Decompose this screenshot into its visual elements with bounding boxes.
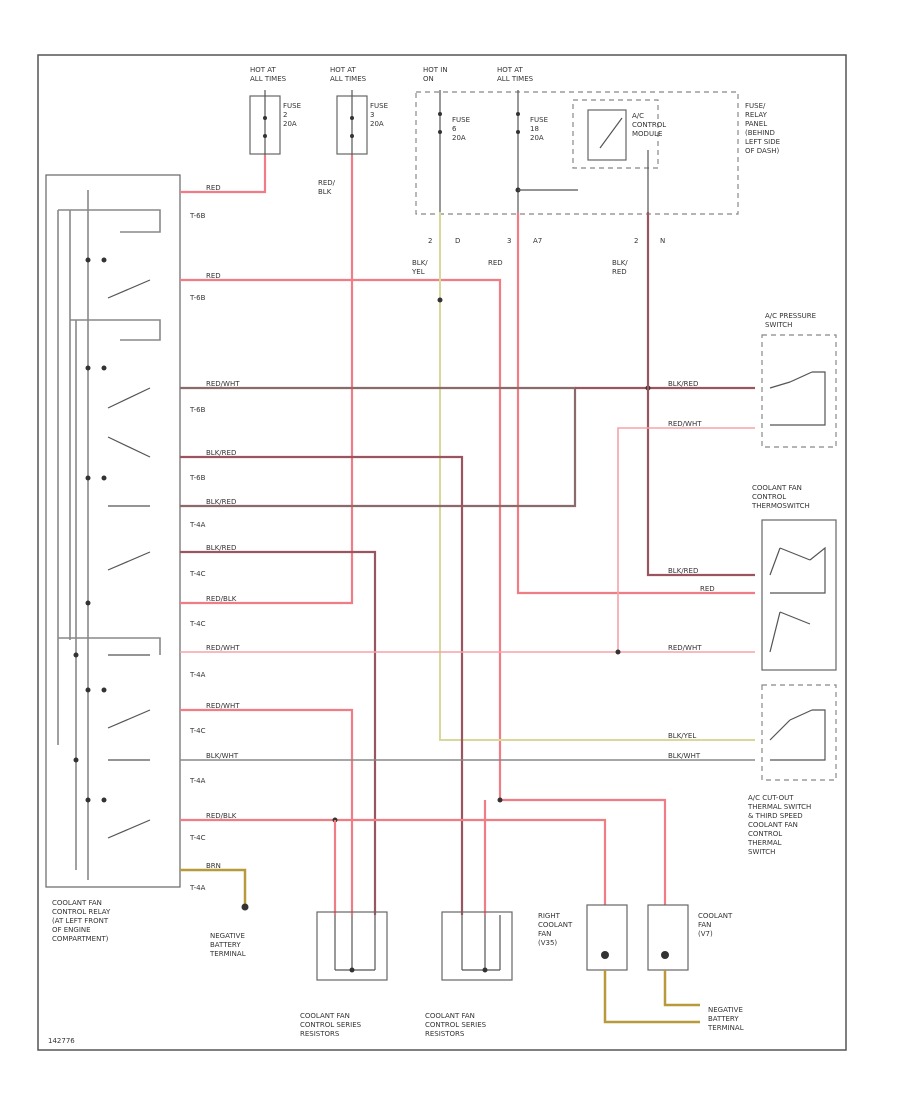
wire-red-blk-fuse3 <box>180 155 354 605</box>
relay-terminal-labels: T-6B T-6B T-6B T-6B T-4A T-4C T-4C T-4A … <box>189 212 206 892</box>
pin-label: 2 <box>428 237 432 245</box>
wire-red-wht-388 <box>180 386 577 508</box>
wire-label: RED/WHT <box>668 644 702 652</box>
terminal-label: T-6B <box>189 212 206 220</box>
terminal-label: T-4A <box>189 521 206 529</box>
wire-red-wht-pressure <box>617 427 755 652</box>
wire-label: RED/WHT <box>206 644 240 652</box>
pin-label: N <box>660 237 665 245</box>
terminal-label: T-6B <box>189 474 206 482</box>
wire-blk-red-457 <box>180 455 464 915</box>
terminal-label: T-4C <box>189 620 206 628</box>
fuse-relay-panel-box <box>415 91 739 215</box>
mid-wire-labels: RED RED RED/WHT BLK/RED BLK/RED BLK/RED … <box>206 184 240 870</box>
wire-label: BLK/RED <box>206 544 236 552</box>
wire-label: BLK/WHT <box>668 752 701 760</box>
wire-label-blk-yel: BLK/YEL <box>411 259 428 276</box>
wire-label: BLK/WHT <box>206 752 239 760</box>
terminal-label: T-4C <box>189 570 206 578</box>
terminal-label: T-4C <box>189 727 206 735</box>
pin-label: 3 <box>507 237 511 245</box>
wire-blk-red-552 <box>180 550 377 915</box>
right-wire-labels: BLK/RED RED/WHT BLK/RED RED RED/WHT BLK/… <box>668 380 715 760</box>
terminal-label: T-6B <box>189 294 206 302</box>
wire-label: BLK/RED <box>668 567 698 575</box>
wire-label-blk-red: BLK/RED <box>612 259 628 276</box>
wire-label: BRN <box>206 862 221 870</box>
diagram-frame <box>37 54 847 1051</box>
wire-red-fuse2 <box>180 155 267 194</box>
wire-red-fan <box>500 798 667 905</box>
terminal-label: T-6B <box>189 406 206 414</box>
wire-red-main <box>180 278 502 800</box>
wire-label-red-blk: RED/BLK <box>318 179 336 196</box>
wire-blk-red-module <box>646 212 755 577</box>
wire-label: RED/WHT <box>206 702 240 710</box>
coolant-fan-control-relay <box>45 174 181 888</box>
wire-label: RED/BLK <box>206 812 237 820</box>
wire-label: RED/WHT <box>206 380 240 388</box>
wire-blk-yel <box>439 212 755 741</box>
wire-label: BLK/YEL <box>668 732 696 740</box>
pin-label: 2 <box>634 237 638 245</box>
footer-code: 142776 <box>48 1037 75 1045</box>
wire-brn-fan2 <box>663 970 700 1007</box>
terminal-label: T-4A <box>189 671 206 679</box>
wire-red-fuse18 <box>516 212 755 595</box>
wire-label: RED <box>206 184 221 192</box>
pin-label: A7 <box>533 237 542 245</box>
pin-label: D <box>455 237 460 245</box>
wire-label: BLK/RED <box>206 449 236 457</box>
wire-label: BLK/RED <box>668 380 698 388</box>
wire-brn-ground <box>180 868 247 905</box>
wire-label: RED <box>700 585 715 593</box>
wire-label: RED/BLK <box>206 595 237 603</box>
wire-label-red: RED <box>488 259 503 267</box>
wire-label: RED/WHT <box>668 420 702 428</box>
wire-red-blk-820 <box>180 818 607 905</box>
terminal-label: T-4A <box>189 777 206 785</box>
terminal-label: T-4C <box>189 834 206 842</box>
terminal-label: T-4A <box>189 884 206 892</box>
wire-red-wht-710 <box>180 708 354 915</box>
wire-label: RED <box>206 272 221 280</box>
top-pin-labels: 2 D 3 A7 2 N <box>428 237 665 245</box>
relay-switches <box>107 279 151 839</box>
wire-label: BLK/RED <box>206 498 236 506</box>
wire-brn-fan1 <box>603 970 700 1024</box>
